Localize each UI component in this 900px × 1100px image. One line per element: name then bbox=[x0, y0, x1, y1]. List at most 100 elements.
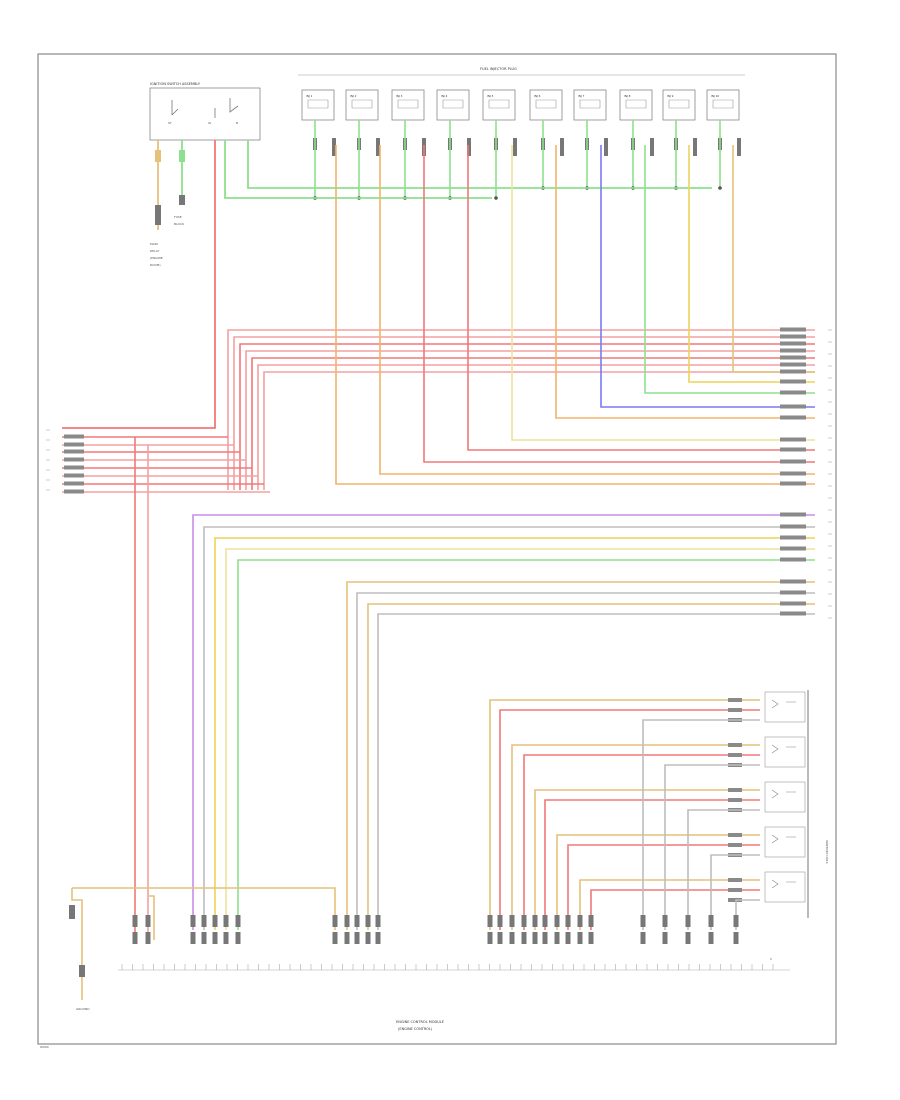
injector-box bbox=[706, 89, 740, 121]
harness-group-3 bbox=[72, 579, 815, 940]
ground-bus-wire bbox=[148, 895, 155, 940]
ecm-pin bbox=[354, 932, 360, 944]
harness-wire bbox=[263, 371, 815, 490]
wire-code-label bbox=[780, 369, 806, 374]
coil-wire bbox=[544, 799, 760, 930]
ecm-pin bbox=[190, 915, 196, 927]
red-feed-wire bbox=[62, 140, 216, 429]
ecm-subtitle: (ENGINE CONTROL) bbox=[398, 1027, 433, 1031]
ecm-pin bbox=[212, 932, 218, 944]
wire-code-label bbox=[780, 348, 806, 353]
ignition-coil-group: IGNITION COILS bbox=[489, 690, 829, 930]
injector-icon bbox=[442, 99, 464, 109]
ecm-pin bbox=[375, 915, 381, 927]
ecm-pin bbox=[201, 915, 207, 927]
ecm-pin bbox=[532, 915, 538, 927]
pin bbox=[737, 138, 741, 156]
harness-wire bbox=[233, 336, 815, 490]
wire-code-label bbox=[780, 546, 806, 551]
ecm-pin bbox=[542, 915, 548, 927]
injector-signal-wire bbox=[555, 145, 815, 419]
wire-code-label bbox=[728, 743, 742, 747]
wire-code-label bbox=[780, 459, 806, 464]
ecm-pin bbox=[201, 932, 207, 944]
wire-code-label bbox=[728, 843, 742, 847]
harness-wire bbox=[257, 364, 815, 490]
wire-code-label bbox=[64, 457, 84, 462]
pin bbox=[604, 138, 608, 156]
pin bbox=[560, 138, 564, 156]
ecm-pin bbox=[132, 932, 138, 944]
wire-code-label bbox=[780, 334, 806, 339]
injector-label: INJ 9 bbox=[667, 94, 674, 98]
harness-group-2 bbox=[192, 512, 815, 930]
wire-code-label bbox=[780, 362, 806, 367]
harness-wire bbox=[251, 357, 815, 490]
ecm-pin bbox=[354, 915, 360, 927]
coil-box bbox=[764, 781, 806, 813]
ground-point: GROUND bbox=[69, 888, 90, 1011]
wire-code-label bbox=[780, 512, 806, 517]
wire-code-label bbox=[780, 355, 806, 360]
coil-wire bbox=[511, 744, 760, 930]
coil-symbol bbox=[771, 879, 796, 889]
svg-text:FUSE: FUSE bbox=[174, 215, 182, 219]
coil-box bbox=[764, 871, 806, 903]
wire-code-label bbox=[728, 798, 742, 802]
injector-icon bbox=[351, 99, 373, 109]
harness-wire bbox=[356, 592, 815, 930]
ecm-pin bbox=[588, 915, 594, 927]
coil-symbol bbox=[771, 744, 796, 754]
injector-icon bbox=[712, 99, 734, 109]
ecm-pin bbox=[332, 915, 338, 927]
coil-box bbox=[764, 691, 806, 723]
ground-label: GROUND bbox=[76, 1007, 90, 1011]
ecm-pin bbox=[375, 932, 381, 944]
harness-wire bbox=[346, 581, 815, 930]
ecm-pin bbox=[365, 915, 371, 927]
wire-code-label bbox=[728, 753, 742, 757]
injector-box bbox=[482, 89, 516, 121]
ecm-pin bbox=[344, 915, 350, 927]
svg-text:IG: IG bbox=[208, 121, 212, 125]
coil-group-label: IGNITION COILS bbox=[825, 840, 829, 864]
harness-wire bbox=[227, 329, 815, 490]
injector-icon bbox=[668, 99, 690, 109]
wire-code-label bbox=[728, 788, 742, 792]
ecm-pin bbox=[708, 932, 714, 944]
injector-box bbox=[301, 89, 335, 121]
wire-code-label bbox=[64, 465, 84, 470]
coil-box bbox=[764, 826, 806, 858]
injector-box bbox=[662, 89, 696, 121]
wire-code-label bbox=[64, 489, 84, 494]
pin bbox=[467, 138, 471, 156]
injector-supply-bus bbox=[224, 140, 712, 199]
harness-wire bbox=[245, 350, 815, 490]
wire-code-label bbox=[728, 833, 742, 837]
wire-code-label bbox=[780, 601, 806, 606]
ecm-pin bbox=[577, 915, 583, 927]
ecm-pin bbox=[145, 932, 151, 944]
wire-code-label bbox=[64, 473, 84, 478]
wire-code-label bbox=[780, 579, 806, 584]
ecm-pin bbox=[662, 915, 668, 927]
ecm-pin bbox=[733, 915, 739, 927]
injector-label: INJ 10 bbox=[711, 94, 719, 98]
coil-wire bbox=[523, 754, 760, 930]
injector-icon bbox=[579, 99, 601, 109]
harness-wire bbox=[239, 343, 815, 490]
harness-group-1 bbox=[62, 145, 815, 940]
switch-stubs: MAIN RELAY (ENGINE ROOM) FUSE BLOCK bbox=[150, 140, 185, 267]
wire-code-label bbox=[780, 471, 806, 476]
ecm-pin bbox=[554, 915, 560, 927]
injector-signal-wire bbox=[423, 145, 815, 463]
wire-code-label bbox=[64, 442, 84, 447]
pin bbox=[650, 138, 654, 156]
ecm-pin bbox=[497, 932, 503, 944]
injector-label: INJ 3 bbox=[396, 94, 403, 98]
wire-code-label bbox=[780, 481, 806, 486]
wire-code-label bbox=[64, 449, 84, 454]
wire-code-label bbox=[780, 415, 806, 420]
ecm-pin bbox=[521, 915, 527, 927]
